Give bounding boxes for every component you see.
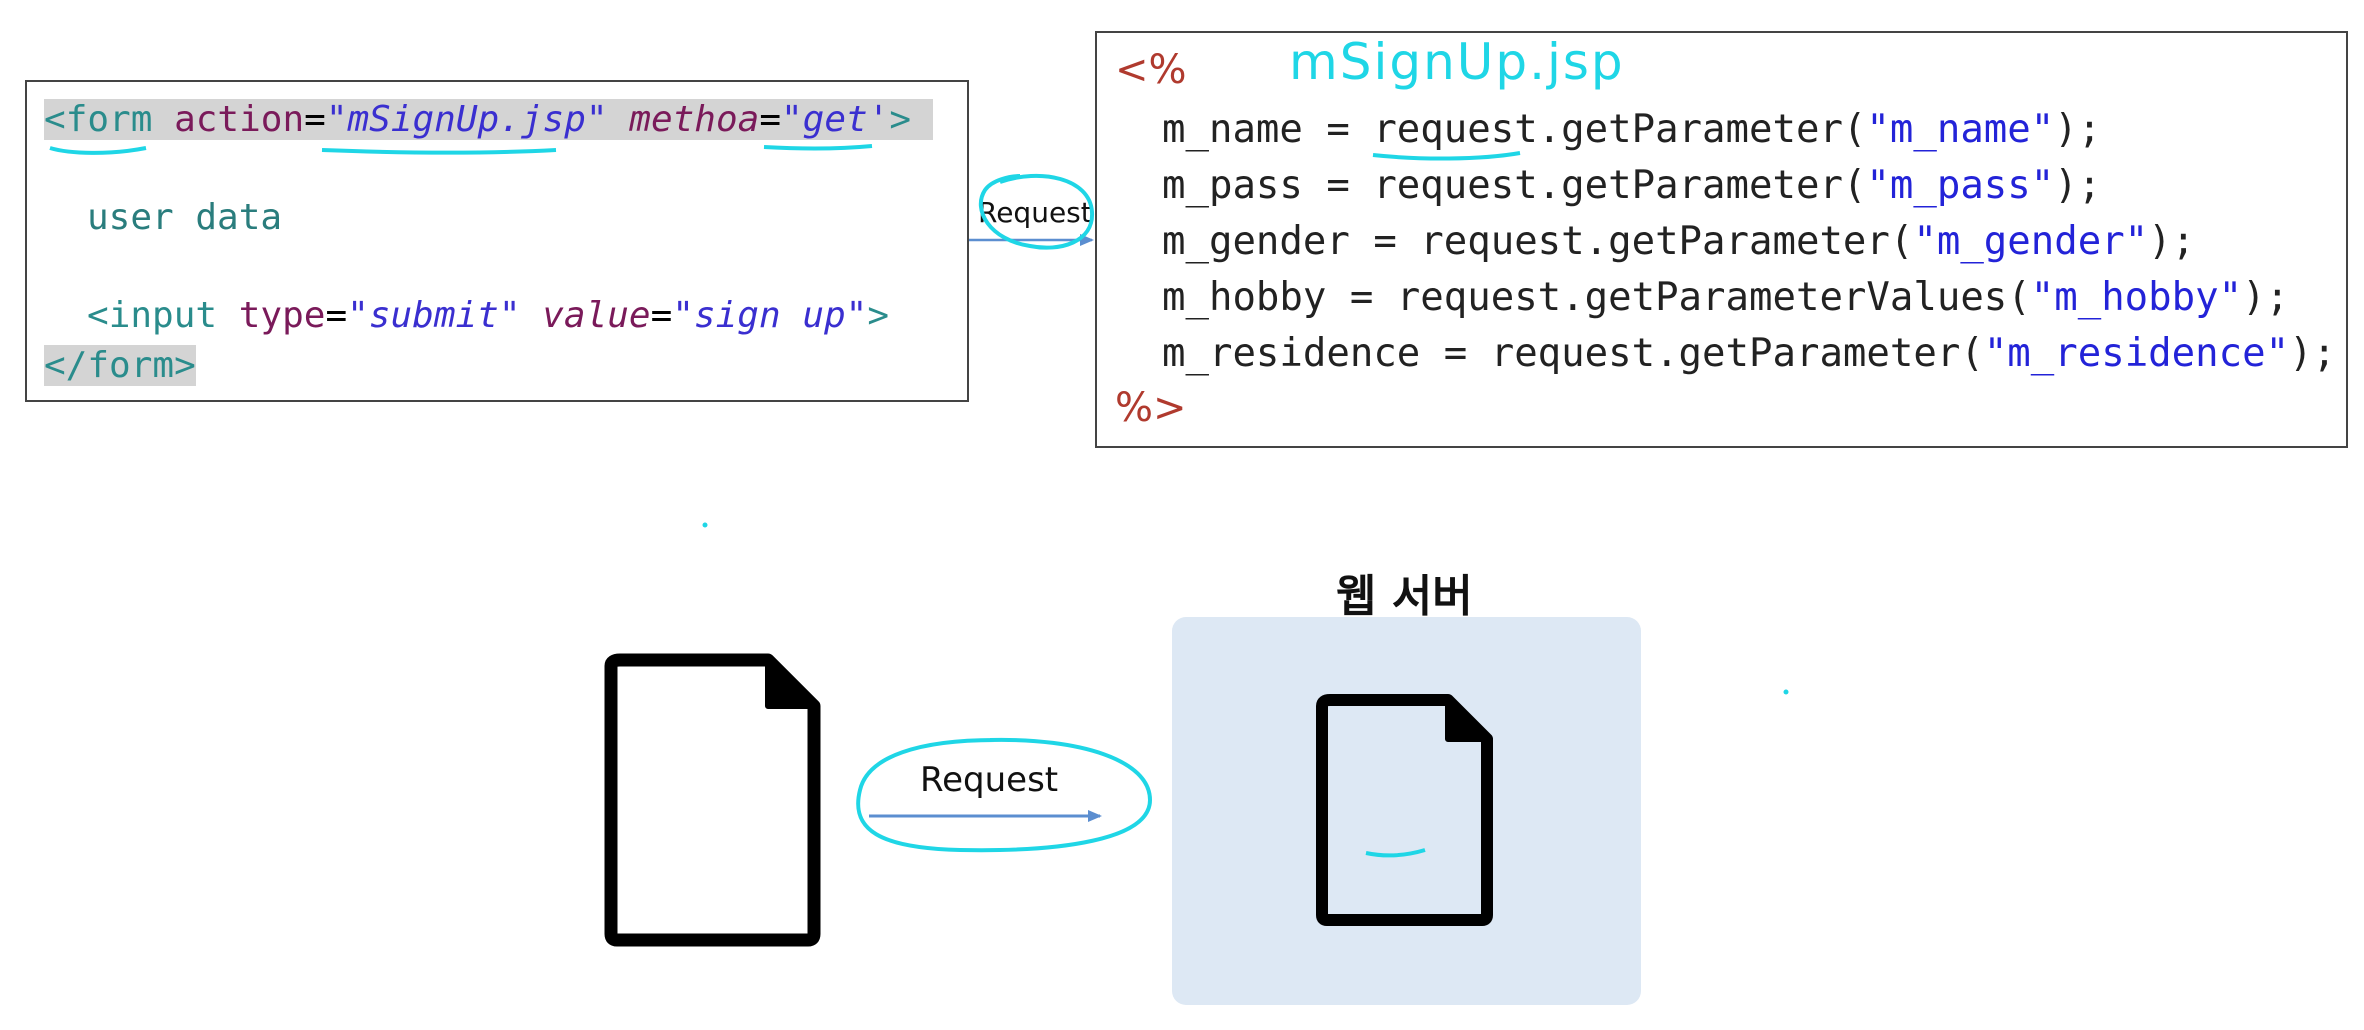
- value-value: "sign up": [672, 295, 868, 336]
- bottom-request-circle-annotation: [856, 737, 1153, 853]
- form-line-4: </form>: [44, 344, 196, 388]
- jsp-close-delim: %>: [1115, 385, 1187, 431]
- input-open: <: [87, 295, 109, 336]
- bottom-request-label: Request: [920, 760, 1059, 800]
- jsp-line-1-lhs: m_name = request.getParameter(: [1162, 107, 1867, 152]
- jsp-line-3-arg: "m_gender": [1913, 219, 2149, 264]
- jsp-line-5-arg: "m_residence": [1983, 331, 2290, 376]
- type-eq: =: [325, 295, 348, 336]
- top-request-label: Request: [978, 196, 1092, 229]
- type-attr: type: [238, 295, 326, 336]
- jsp-line-5-lhs: m_residence = request.getParameter(: [1162, 331, 1984, 376]
- stray-dot-1: [702, 522, 708, 528]
- jsp-line-3: m_gender = request.getParameter("m_gende…: [1162, 217, 2195, 267]
- user-document-icon: [604, 653, 821, 947]
- type-value: "submit": [347, 295, 521, 336]
- input-tag: input: [108, 295, 218, 336]
- jsp-line-3-end: );: [2148, 219, 2196, 264]
- method-attr: methoa: [629, 99, 760, 140]
- jsp-line-2-arg: "m_pass": [1866, 163, 2055, 208]
- form-tag-underline-annotation: [49, 146, 147, 155]
- jsp-line-5-end: );: [2289, 331, 2337, 376]
- jsp-document-icon: [1316, 694, 1493, 926]
- method-eq: =: [759, 99, 781, 140]
- jsp-line-5: m_residence = request.getParameter("m_re…: [1162, 329, 2336, 379]
- form-tag: form: [65, 99, 153, 140]
- form-line-1: <form action="mSignUp.jsp" methoa="get'>: [44, 98, 933, 142]
- method-value: "get': [781, 99, 890, 140]
- jsp-line-4-arg: "m_hobby": [2030, 275, 2243, 320]
- value-eq: =: [650, 295, 673, 336]
- form-end-close: >: [174, 345, 196, 386]
- form-code-box: <form action="mSignUp.jsp" methoa="get'>…: [25, 80, 969, 402]
- value-attr: value: [542, 295, 651, 336]
- jsp-line-4-lhs: m_hobby = request.getParameterValues(: [1162, 275, 2031, 320]
- form-close-bracket: >: [889, 99, 912, 140]
- jsp-underline-annotation: [1365, 848, 1426, 858]
- form-line-2: user data: [87, 197, 283, 238]
- form-end-open: </: [44, 345, 88, 386]
- jsp-line-4-end: );: [2242, 275, 2290, 320]
- form-line-3: <input type="submit" value="sign up">: [87, 294, 889, 338]
- jsp-code-box: <% mSignUp.jsp m_name = request.getParam…: [1095, 31, 2348, 448]
- jsp-line-1: m_name = request.getParameter("m_name");: [1162, 105, 2101, 155]
- jsp-line-1-end: );: [2054, 107, 2102, 152]
- jsp-line-4: m_hobby = request.getParameterValues("m_…: [1162, 273, 2289, 323]
- jsp-line-2: m_pass = request.getParameter("m_pass");: [1162, 161, 2101, 211]
- action-value-underline-annotation: [321, 148, 557, 155]
- jsp-line-3-lhs: m_gender = request.getParameter(: [1162, 219, 1914, 264]
- request-underline-annotation: [1372, 151, 1521, 161]
- web-server-label: 웹 서버: [1336, 571, 1473, 622]
- jsp-line-1-arg: "m_name": [1866, 107, 2055, 152]
- jsp-line-2-end: );: [2054, 163, 2102, 208]
- top-request-circle-annotation: [978, 174, 1095, 250]
- action-attr: action: [174, 99, 305, 140]
- form-open-bracket: <: [44, 99, 66, 140]
- action-eq: =: [304, 99, 326, 140]
- method-value-underline-annotation: [763, 144, 873, 151]
- jsp-open-delim: <%: [1115, 47, 1187, 93]
- input-close: >: [867, 295, 890, 336]
- action-value: "mSignUp.jsp": [325, 99, 608, 140]
- handwritten-jsp-title: mSignUp.jsp: [1289, 33, 1625, 91]
- form-end-tag: form: [87, 345, 175, 386]
- jsp-line-2-lhs: m_pass = request.getParameter(: [1162, 163, 1867, 208]
- stray-dot-2: [1783, 689, 1789, 695]
